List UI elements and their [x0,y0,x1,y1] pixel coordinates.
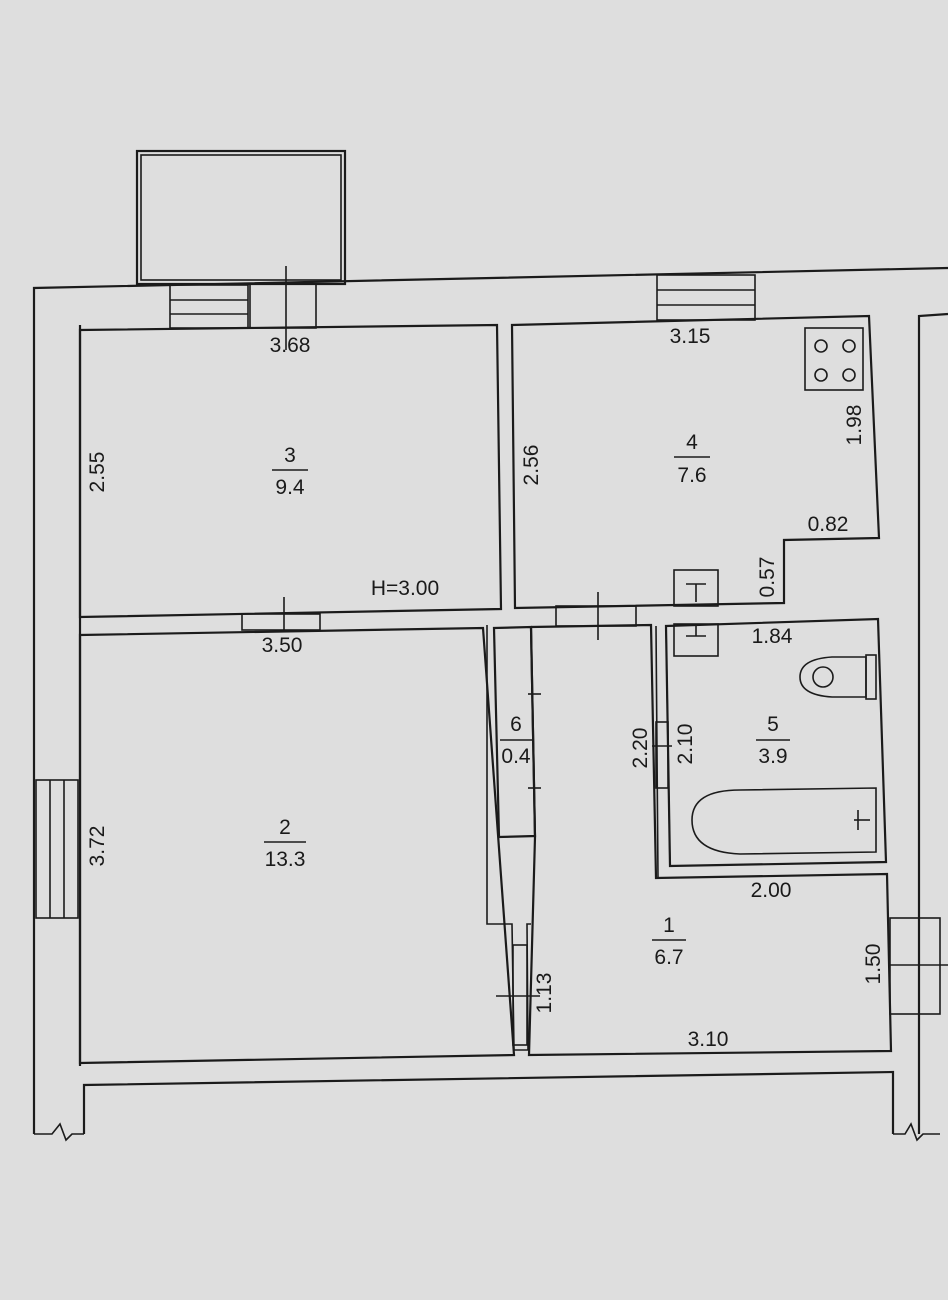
dim-room4-depth: 2.56 [520,445,543,486]
room-2-number: 2 [279,816,291,839]
room-2-label: 2 13.3 [264,816,306,871]
washbasin-icon [673,623,719,657]
toilet-icon [799,654,877,700]
room-3-area: 9.4 [275,476,305,499]
door-kitchen [555,592,637,640]
room-1-area: 6.7 [654,946,683,969]
dim-kitchen-step-depth: 0.57 [756,557,779,598]
dim-kitchen-step-width: 0.82 [808,513,849,536]
room-2-outline [78,626,516,1065]
dim-hall-side: 2.20 [629,728,652,769]
room-5-area: 3.9 [758,745,787,768]
room-4-outline [510,314,881,610]
room-6-label: 6 0.4 [500,713,532,768]
room-5-number: 5 [767,713,779,736]
wall-thickness-hall [486,625,531,1051]
room-4-number: 4 [686,431,698,454]
dim-room3-depth: 2.55 [86,452,109,493]
dim-room2-depth: 3.72 [86,826,109,867]
dim-hall-width: 2.00 [751,879,792,902]
room-3-outline [78,323,503,619]
sink-icon [673,569,719,607]
dim-entry-width: 1.50 [862,944,885,985]
room-2-area: 13.3 [265,848,306,871]
room-4-label: 4 7.6 [674,431,710,487]
room-1-number: 1 [663,914,675,937]
room-5-label: 5 3.9 [756,713,790,768]
dim-room4-width: 3.15 [670,325,711,348]
dim-room3-width: 3.68 [270,334,311,357]
room-1-label: 1 6.7 [652,914,686,969]
window-room2 [35,779,79,919]
dim-bath-width: 1.84 [752,625,793,648]
dim-kitchen-recess: 1.98 [843,405,866,446]
stove-icon [804,327,864,391]
room-4-area: 7.6 [677,464,706,487]
room-1-outline [527,623,893,1057]
room-6-number: 6 [510,713,522,736]
dim-doorway: 1.13 [533,973,556,1014]
bathtub-icon [691,787,877,855]
room-6-area: 0.4 [501,745,531,768]
dim-room2-width: 3.50 [262,634,303,657]
dim-hall-length: 3.10 [688,1028,729,1051]
dim-bath-depth: 2.10 [674,724,697,765]
door-room2-room3 [241,597,321,631]
ceiling-height-label: H=3.00 [371,577,439,600]
door-bath [652,721,672,789]
door-room2-hall [496,944,540,1046]
room-3-number: 3 [284,444,296,467]
room-3-label: 3 9.4 [272,444,308,499]
